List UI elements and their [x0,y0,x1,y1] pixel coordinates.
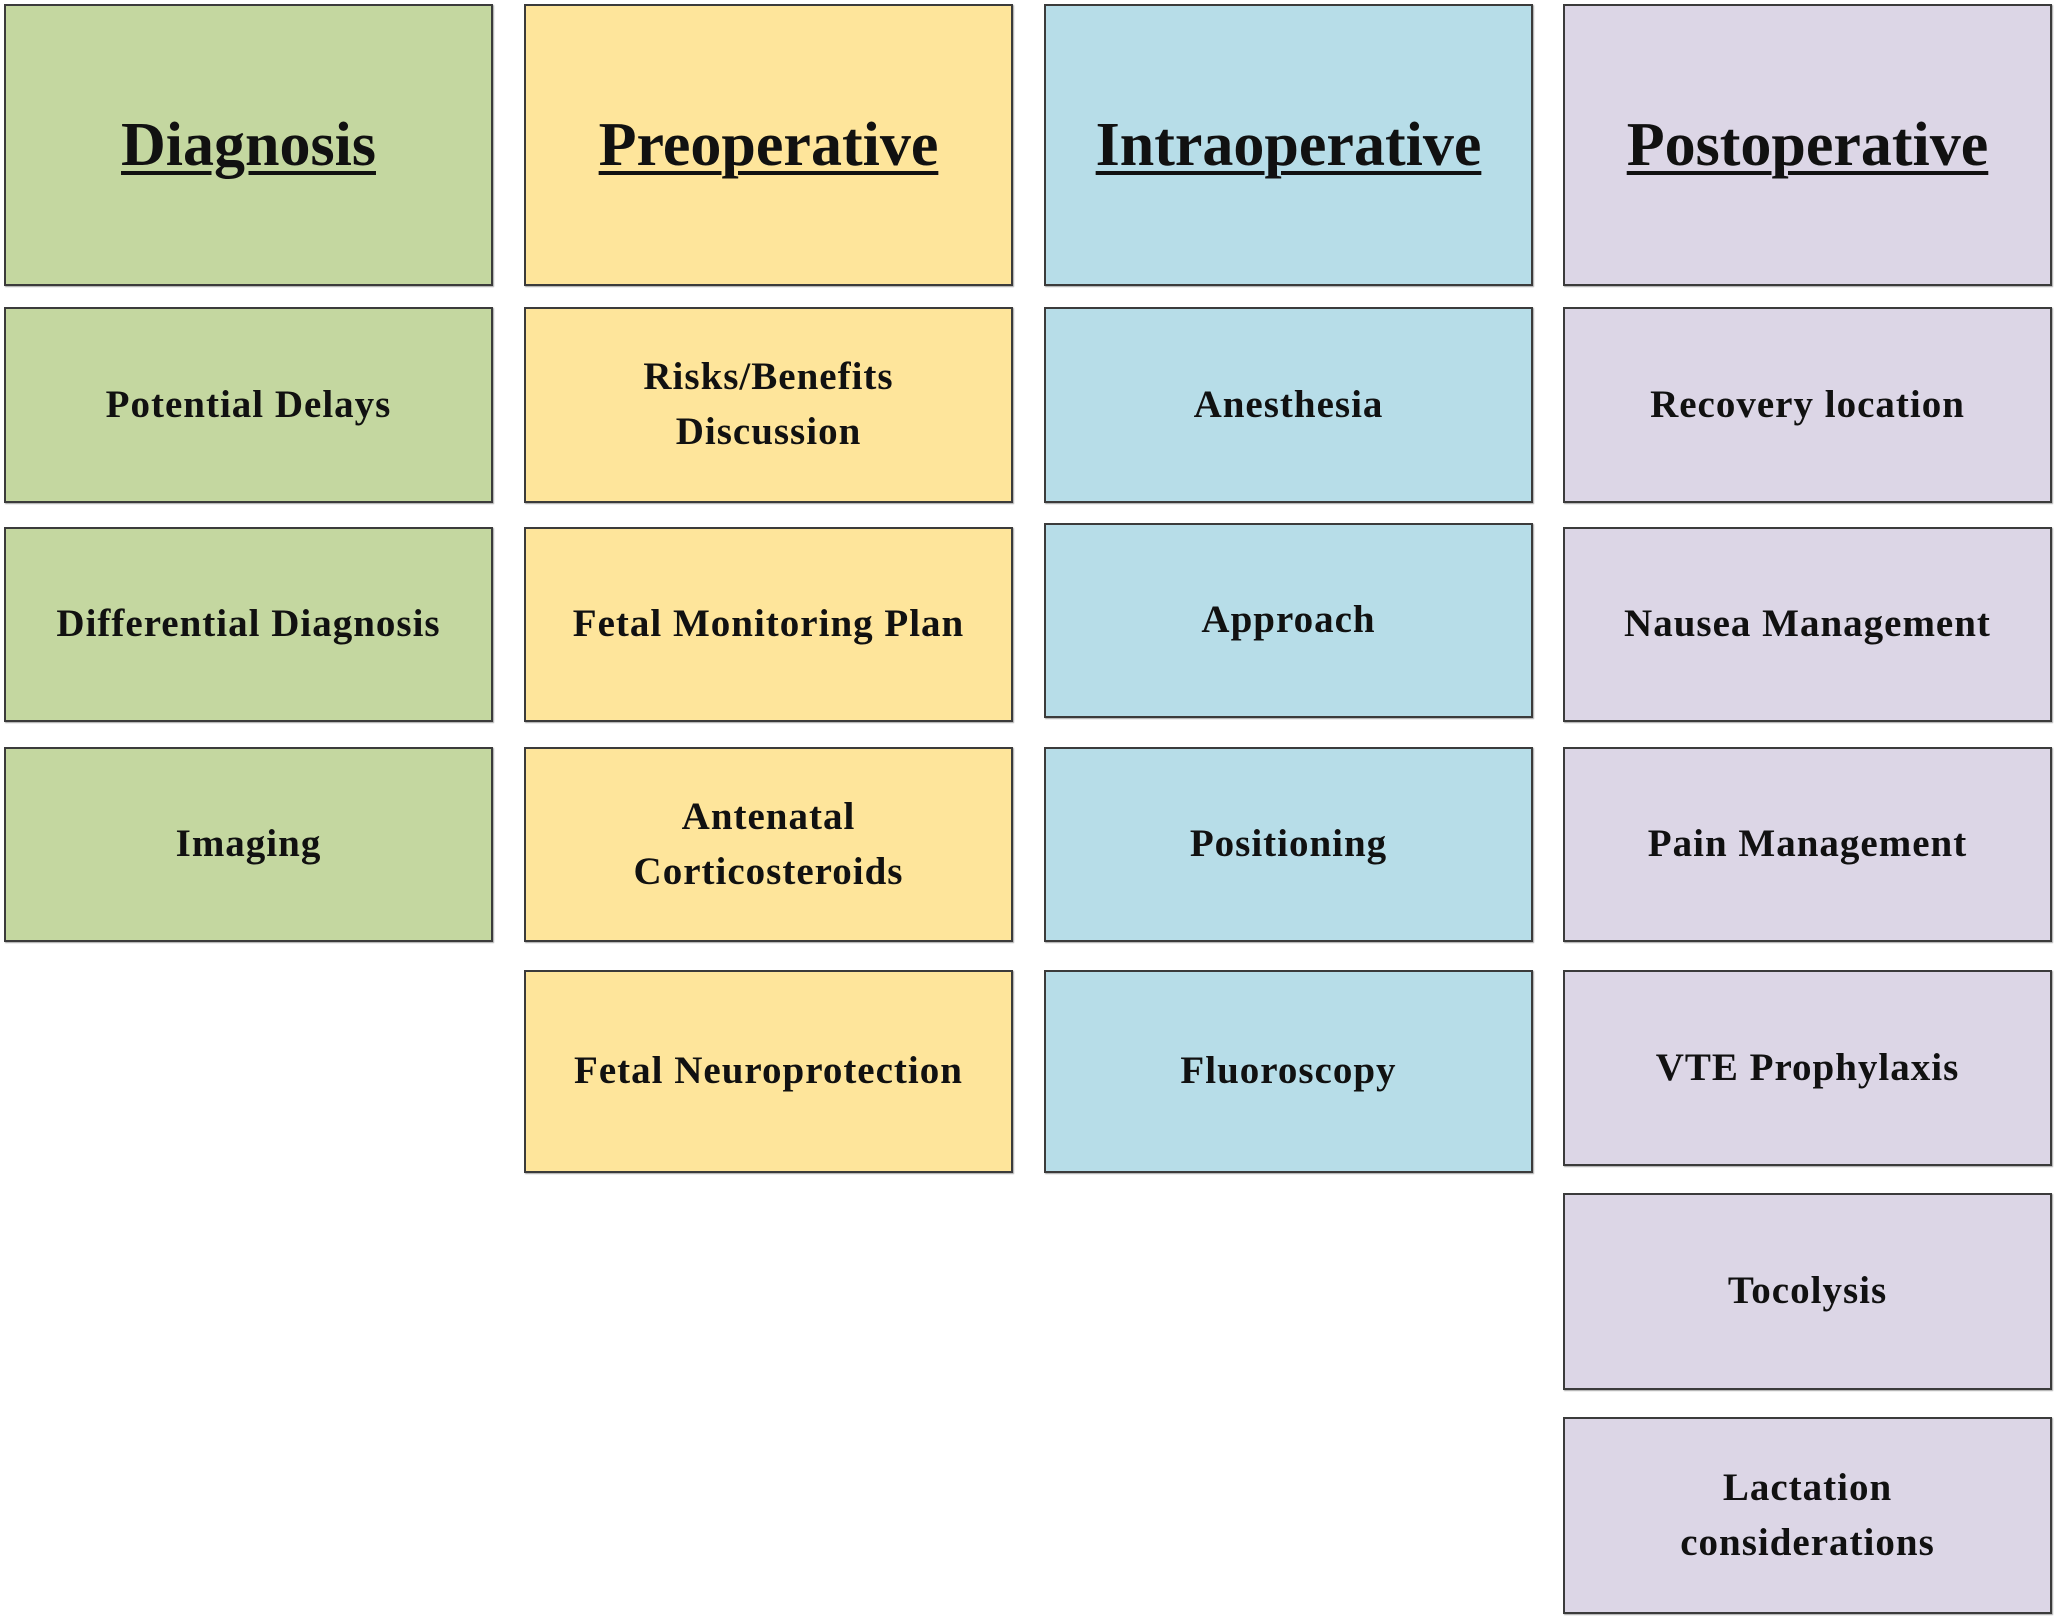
item-fetal-monitoring-plan: Fetal Monitoring Plan [524,527,1013,722]
item-label: Risks/Benefits Discussion [643,355,894,453]
item-recovery-location: Recovery location [1563,307,2052,503]
item-label: Fetal Neuroprotection [574,1049,963,1093]
item-label: Potential Delays [105,382,392,426]
item-label: Fetal Monitoring Plan [572,602,965,646]
item-label: Recovery location [1650,382,1965,426]
item-fluoroscopy: Fluoroscopy [1044,970,1533,1173]
column-title: Postoperative [1626,110,1989,179]
item-vte-prophylaxis: VTE Prophylaxis [1563,970,2052,1166]
item-label: Differential Diagnosis [56,602,441,646]
column-title: Intraoperative [1095,110,1482,179]
column-title: Preoperative [598,110,939,179]
column-title: Diagnosis [121,110,376,179]
item-pain-management: Pain Management [1563,747,2052,942]
item-differential-diagnosis: Differential Diagnosis [4,527,493,722]
item-label: Anesthesia [1193,382,1384,426]
header-postoperative: Postoperative [1563,4,2052,286]
item-label: Pain Management [1647,822,1968,866]
item-lactation-considerations: Lactation considerations [1563,1417,2052,1614]
item-label: Antenatal Corticosteroids [633,794,904,893]
item-label: VTE Prophylaxis [1655,1045,1960,1089]
item-tocolysis: Tocolysis [1563,1193,2052,1390]
item-label: Nausea Management [1624,602,1991,646]
item-fetal-neuroprotection: Fetal Neuroprotection [524,970,1013,1173]
item-label: Approach [1201,598,1376,642]
item-imaging: Imaging [4,747,493,942]
item-risks-benefits: Risks/Benefits Discussion [524,307,1013,503]
item-approach: Approach [1044,523,1533,718]
item-antenatal-corticosteroids: Antenatal Corticosteroids [524,747,1013,942]
item-potential-delays: Potential Delays [4,307,493,503]
item-label: Imaging [175,822,322,866]
header-intraoperative: Intraoperative [1044,4,1533,286]
item-nausea-management: Nausea Management [1563,527,2052,722]
item-label: Fluoroscopy [1180,1049,1397,1093]
header-diagnosis: Diagnosis [4,4,493,286]
item-label: Lactation considerations [1680,1465,1935,1564]
header-preoperative: Preoperative [524,4,1013,286]
item-positioning: Positioning [1044,747,1533,942]
item-label: Tocolysis [1727,1269,1888,1313]
item-anesthesia: Anesthesia [1044,307,1533,503]
item-label: Positioning [1189,822,1388,866]
